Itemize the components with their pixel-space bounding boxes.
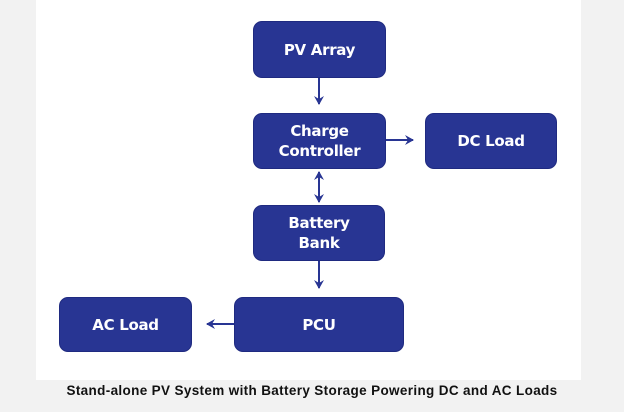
node-label: PV Array <box>283 40 356 59</box>
node-pcu: PCU <box>234 297 404 352</box>
node-label: AC Load <box>92 315 159 334</box>
node-charge-controller: Charge Controller <box>253 113 386 169</box>
node-ac-load: AC Load <box>59 297 192 352</box>
figure-caption: Stand-alone PV System with Battery Stora… <box>66 383 558 398</box>
node-pv-array: PV Array <box>253 21 386 78</box>
node-label: Battery Bank <box>288 214 350 252</box>
node-battery-bank: Battery Bank <box>253 205 385 261</box>
node-label: DC Load <box>457 132 525 150</box>
node-dc-load: DC Load <box>425 113 557 169</box>
node-label: PCU <box>302 315 336 334</box>
node-label: Charge Controller <box>278 122 361 160</box>
